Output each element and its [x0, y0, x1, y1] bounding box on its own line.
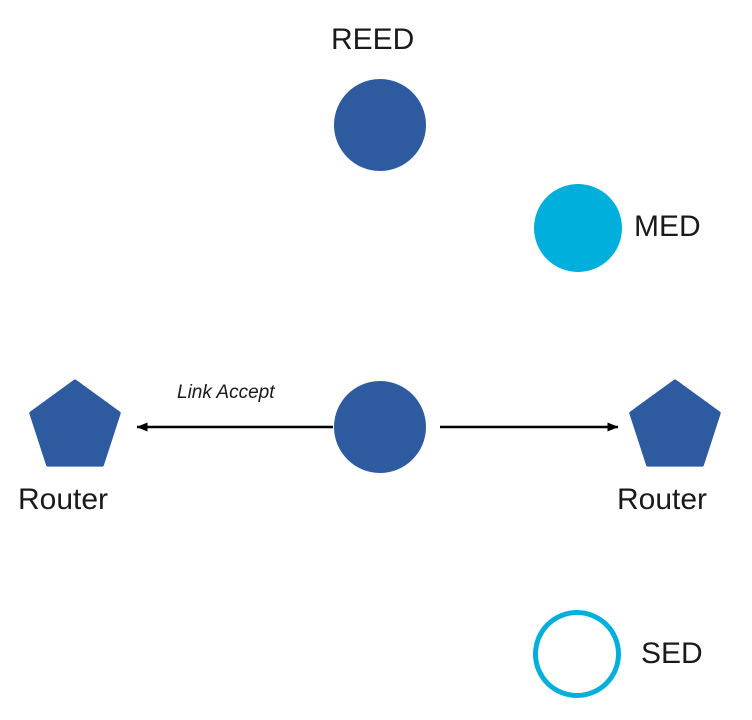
node-label-router-left: Router: [18, 483, 109, 516]
node-router-left-pentagon[interactable]: [29, 379, 121, 472]
node-reed-circle[interactable]: [334, 79, 426, 171]
edge-label-link-accept: Link Accept: [177, 382, 275, 403]
node-label-reed: REED: [331, 23, 415, 56]
node-label-sed: SED: [641, 637, 703, 670]
node-center-router-circle[interactable]: [334, 381, 426, 473]
node-sed-circle[interactable]: [533, 610, 621, 698]
node-router-right-pentagon[interactable]: [629, 379, 721, 472]
node-label-med: MED: [634, 210, 701, 243]
node-label-router-right: Router: [617, 483, 708, 516]
node-med-circle[interactable]: [534, 184, 622, 272]
